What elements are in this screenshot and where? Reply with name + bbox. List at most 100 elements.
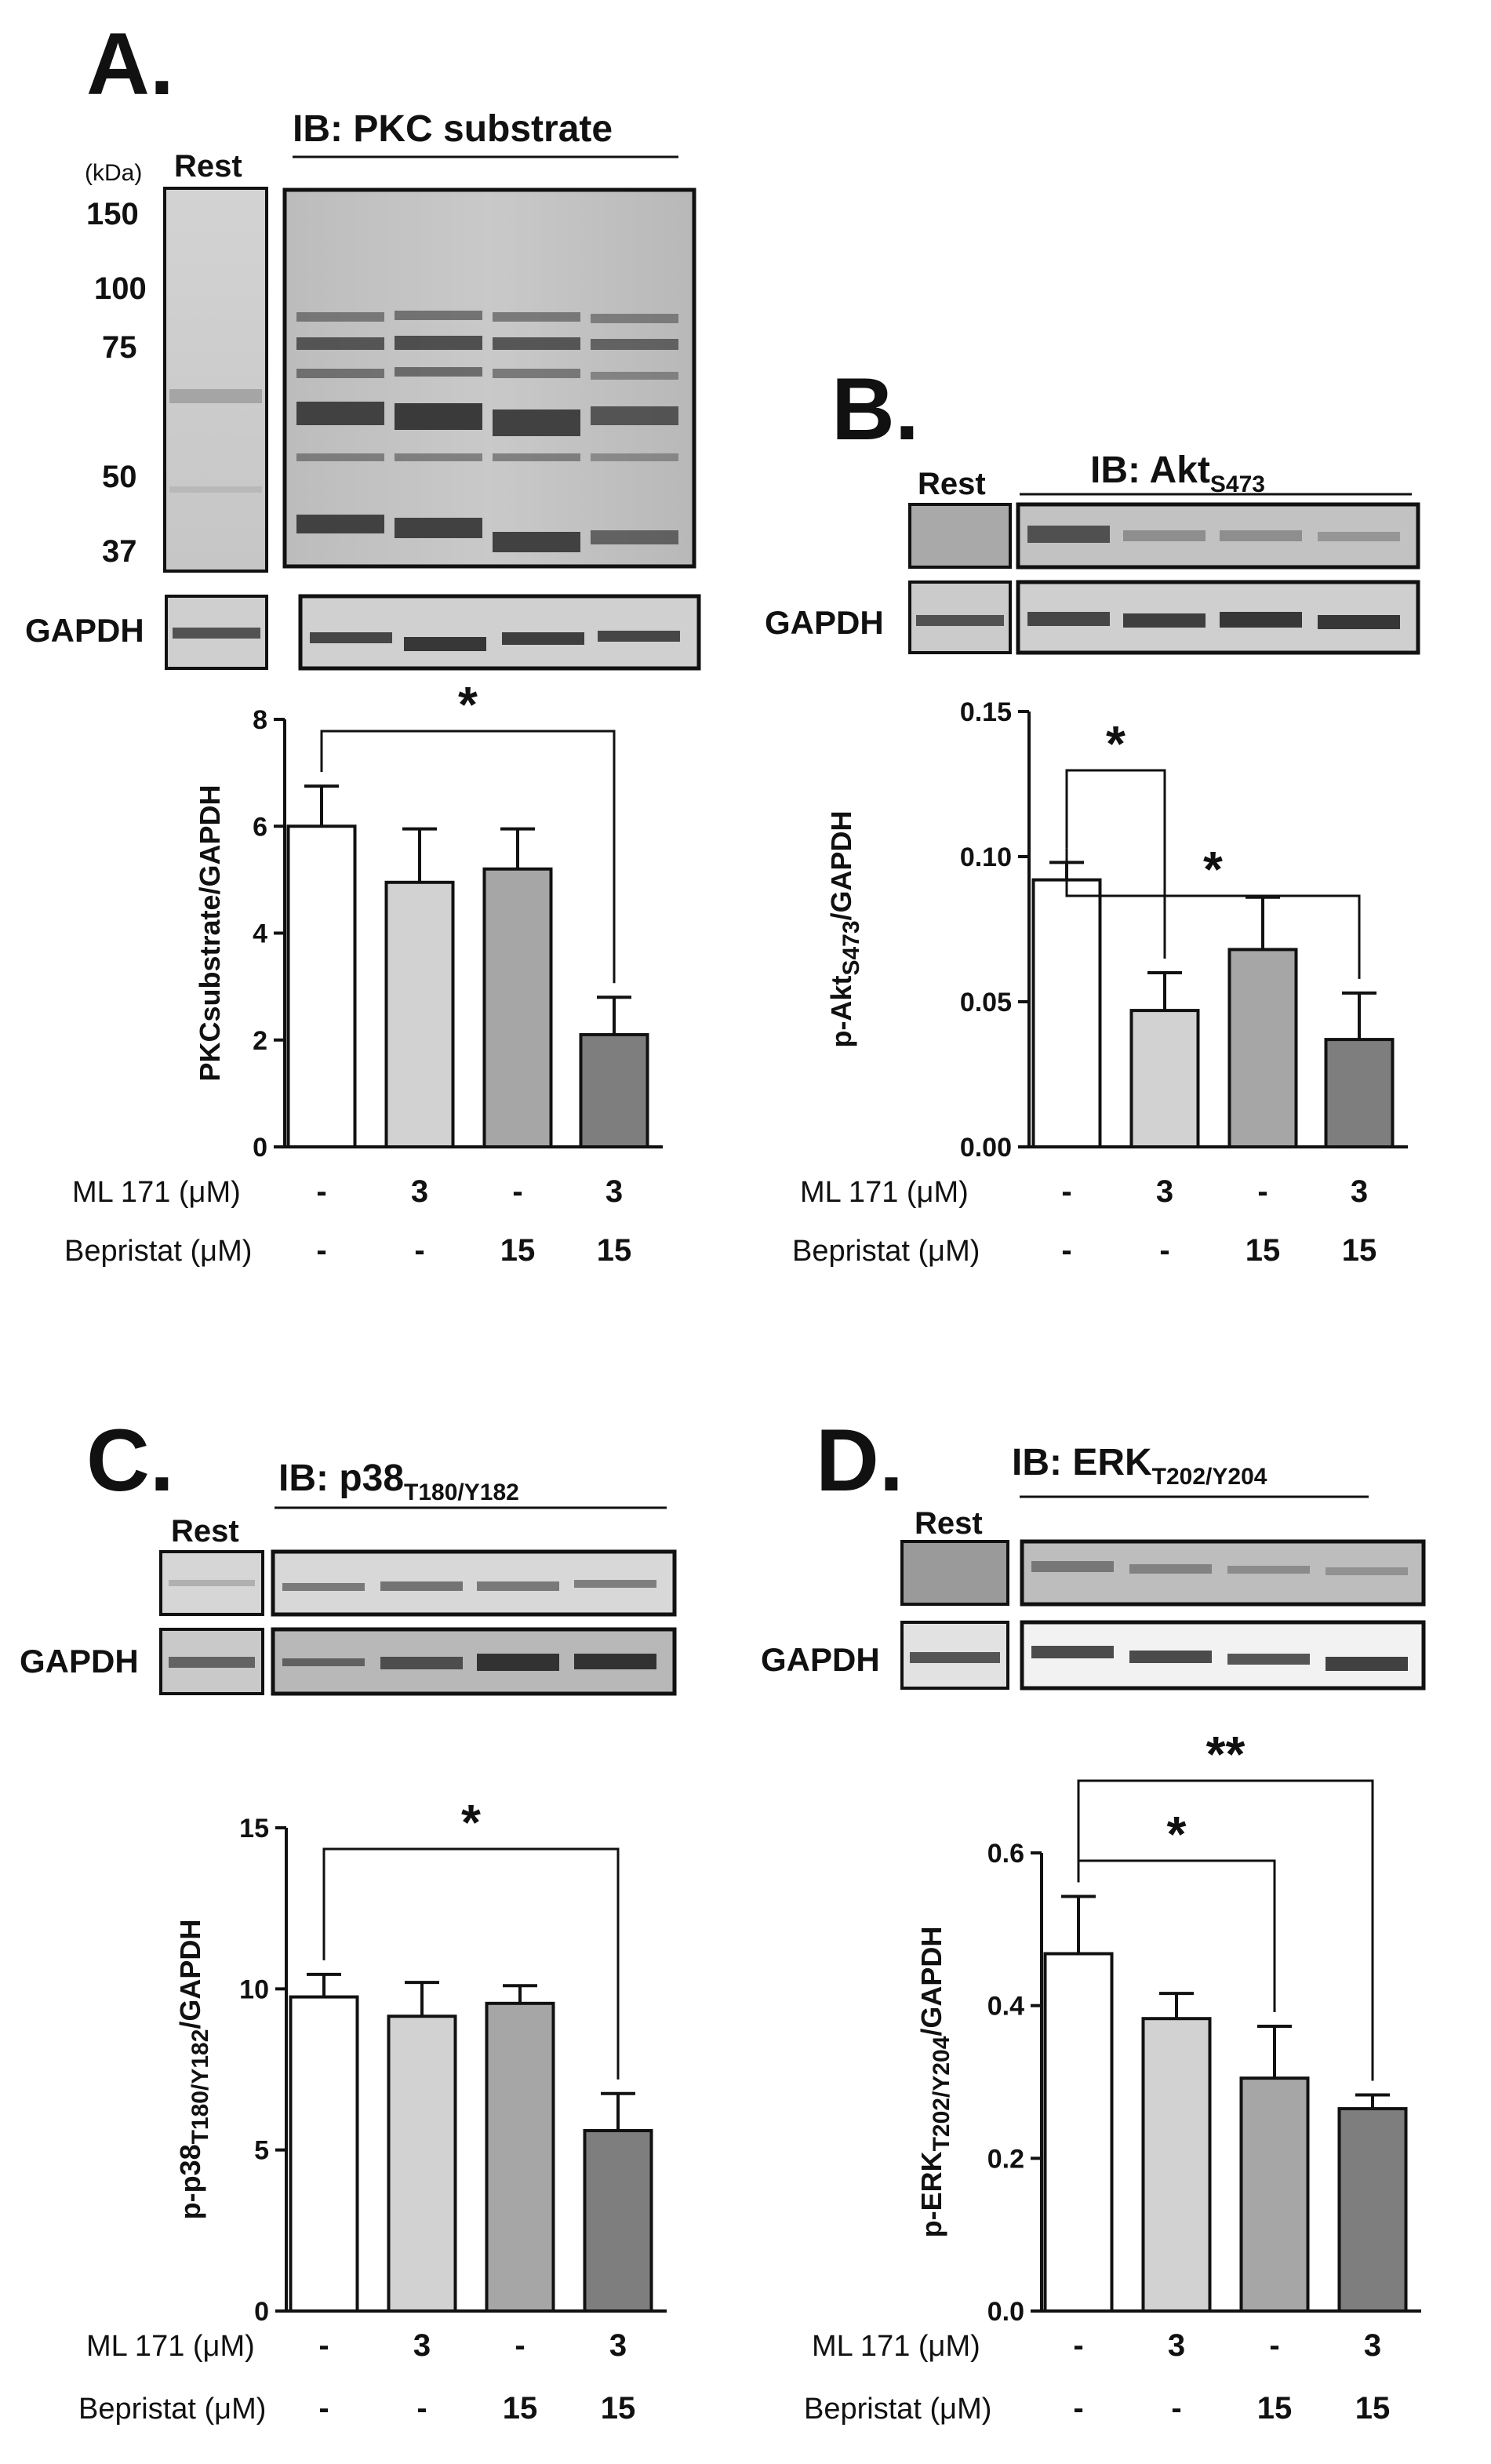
y-tick-label: 6 (253, 812, 267, 842)
significance-mark: * (458, 676, 478, 733)
blot-rest-c (159, 1550, 264, 1616)
significance-mark: ** (1206, 1726, 1246, 1782)
rest-label-a: Rest (174, 149, 242, 184)
y-tick-label: 0.00 (960, 1133, 1012, 1163)
mw-marker-37: 37 (102, 534, 137, 569)
condition-value-bepristat: - (1061, 1233, 1071, 1268)
condition-value-ml171: - (512, 1174, 522, 1209)
y-tick-label: 5 (254, 2136, 269, 2166)
condition-value-ml171: 3 (1351, 1174, 1368, 1209)
y-axis-label: p-p38T180/Y182/GAPDH (174, 1920, 213, 2220)
condition-label-bepristat: Bepristat (μM) (792, 1235, 980, 1268)
gapdh-label-c: GAPDH (20, 1643, 139, 1680)
condition-value-bepristat: 15 (500, 1233, 536, 1268)
condition-label-ml171: ML 171 (μM) (72, 1176, 241, 1209)
condition-label-ml171: ML 171 (μM) (800, 1176, 969, 1209)
gapdh-label-a: GAPDH (25, 612, 144, 649)
panel-d: D. IB: ERKT202/Y204 Rest GAPDH (761, 1411, 1426, 1691)
blot-rest-d (900, 1540, 1009, 1606)
bar-chart-b: 0.000.050.100.15p-AktS473/GAPDH**ML 171 … (792, 697, 1408, 1268)
bar (1239, 2076, 1310, 2313)
blot-erk-t202-y204 (1020, 1539, 1426, 1607)
gapdh-label-d: GAPDH (761, 1641, 880, 1678)
gapdh-blot-b (1016, 580, 1420, 655)
rest-label-b: Rest (918, 467, 986, 501)
bar (579, 1032, 649, 1148)
condition-value-bepristat: 15 (1257, 2391, 1293, 2426)
y-tick-label: 0.10 (960, 843, 1012, 872)
condition-label-bepristat: Bepristat (μM) (78, 2393, 266, 2426)
y-tick-label: 0.4 (987, 1992, 1024, 2022)
condition-value-bepristat: - (318, 2391, 329, 2426)
ib-title-b: IB: AktS473 (1090, 449, 1265, 497)
rest-label-c: Rest (171, 1514, 239, 1549)
condition-value-ml171: 3 (1364, 2328, 1381, 2363)
condition-value-bepristat: 15 (1355, 2391, 1391, 2426)
bar (1043, 1952, 1114, 2313)
panel-a: A. IB: PKC substrate (kDa) Rest 150 100 … (25, 15, 701, 671)
condition-value-bepristat: 15 (1342, 1233, 1377, 1268)
y-tick-label: 0.6 (987, 1839, 1024, 1869)
bar (1129, 1009, 1200, 1148)
condition-value-bepristat: - (316, 1233, 326, 1268)
gapdh-blot-rest-a (165, 595, 268, 670)
y-tick-label: 2 (253, 1026, 267, 1056)
condition-value-ml171: - (318, 2328, 329, 2363)
y-tick-label: 0 (254, 2297, 269, 2327)
bar (1324, 1038, 1395, 1148)
blot-rest-a (163, 187, 268, 573)
blot-pkc-substrate (282, 187, 696, 569)
bar (1141, 2017, 1212, 2313)
bar (1031, 878, 1102, 1148)
bar (485, 2001, 555, 2313)
condition-label-bepristat: Bepristat (μM) (64, 1235, 252, 1268)
bar (384, 880, 455, 1148)
blot-rest-b (908, 503, 1012, 569)
condition-value-ml171: 3 (1156, 1174, 1173, 1209)
mw-marker-75: 75 (102, 330, 137, 365)
bar (482, 867, 553, 1148)
condition-label-bepristat: Bepristat (μM) (804, 2393, 991, 2426)
condition-value-ml171: - (1061, 1174, 1071, 1209)
significance-mark: * (1106, 715, 1126, 772)
bar (286, 824, 357, 1148)
condition-value-bepristat: - (414, 1233, 424, 1268)
y-axis-label: p-ERKT202/Y204/GAPDH (915, 1927, 955, 2238)
condition-value-bepristat: - (1159, 1233, 1169, 1268)
panel-label-d: D. (816, 1411, 904, 1509)
panel-c: C. IB: p38T180/Y182 Rest GAPDH (20, 1411, 677, 1696)
y-tick-label: 8 (253, 705, 267, 735)
significance-mark: * (461, 1794, 481, 1851)
significance-bracket (320, 730, 616, 984)
condition-value-ml171: 3 (411, 1174, 428, 1209)
bar-chart-d: 0.00.20.40.6p-ERKT202/Y204/GAPDH***ML 17… (804, 1726, 1421, 2426)
kda-unit-label: (kDa) (85, 160, 142, 186)
gapdh-blot-rest-c (159, 1628, 264, 1695)
blot-p38-t180-y182 (271, 1549, 677, 1617)
condition-label-ml171: ML 171 (μM) (812, 2330, 980, 2363)
y-tick-label: 0 (253, 1133, 267, 1163)
condition-value-bepristat: - (416, 2391, 427, 2426)
bar (1227, 948, 1298, 1149)
gapdh-blot-rest-b (908, 581, 1012, 654)
rest-label-d: Rest (915, 1506, 983, 1541)
gapdh-blot-d (1020, 1620, 1426, 1691)
gapdh-blot-rest-d (900, 1621, 1009, 1690)
condition-value-bepristat: 15 (503, 2391, 538, 2426)
ib-title-a: IB: PKC substrate (293, 108, 613, 150)
blot-akt-s473 (1016, 502, 1420, 570)
bar (289, 1995, 359, 2313)
condition-value-ml171: - (1073, 2328, 1083, 2363)
condition-value-bepristat: - (1171, 2391, 1181, 2426)
bar (583, 2129, 653, 2313)
condition-value-ml171: 3 (413, 2328, 431, 2363)
gapdh-blot-a (298, 594, 701, 671)
y-tick-label: 0.15 (960, 697, 1012, 727)
condition-value-ml171: - (316, 1174, 326, 1209)
mw-marker-50: 50 (102, 460, 137, 494)
y-tick-label: 0.05 (960, 988, 1012, 1017)
